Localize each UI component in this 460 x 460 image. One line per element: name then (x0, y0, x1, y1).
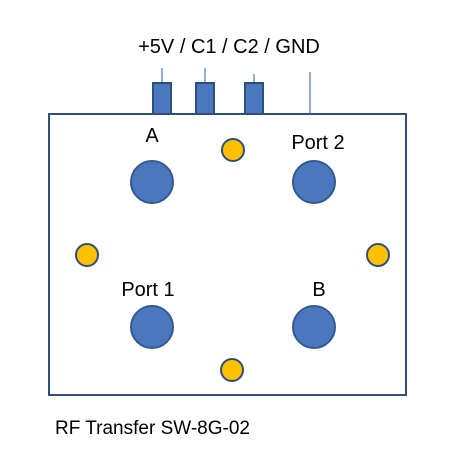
pin-c2 (244, 82, 264, 116)
port-1-connector (130, 305, 174, 349)
port-a-label: A (145, 125, 159, 147)
caption: RF Transfer SW-8G-02 (55, 418, 250, 439)
mounting-hole-top (221, 138, 245, 162)
pin-c1 (195, 82, 215, 116)
mounting-hole-left (75, 243, 99, 267)
port-2-connector (292, 160, 336, 204)
switch-body (48, 113, 407, 396)
port-b-connector (292, 305, 336, 349)
port-1-label: Port 1 (121, 279, 174, 301)
mounting-hole-bottom (220, 358, 244, 382)
pin-label: +5V / C1 / C2 / GND (138, 36, 320, 58)
mounting-hole-right (366, 243, 390, 267)
port-2-label: Port 2 (291, 132, 344, 154)
port-a-connector (130, 160, 174, 204)
port-b-label: B (312, 279, 325, 301)
pin-5v (152, 82, 172, 116)
